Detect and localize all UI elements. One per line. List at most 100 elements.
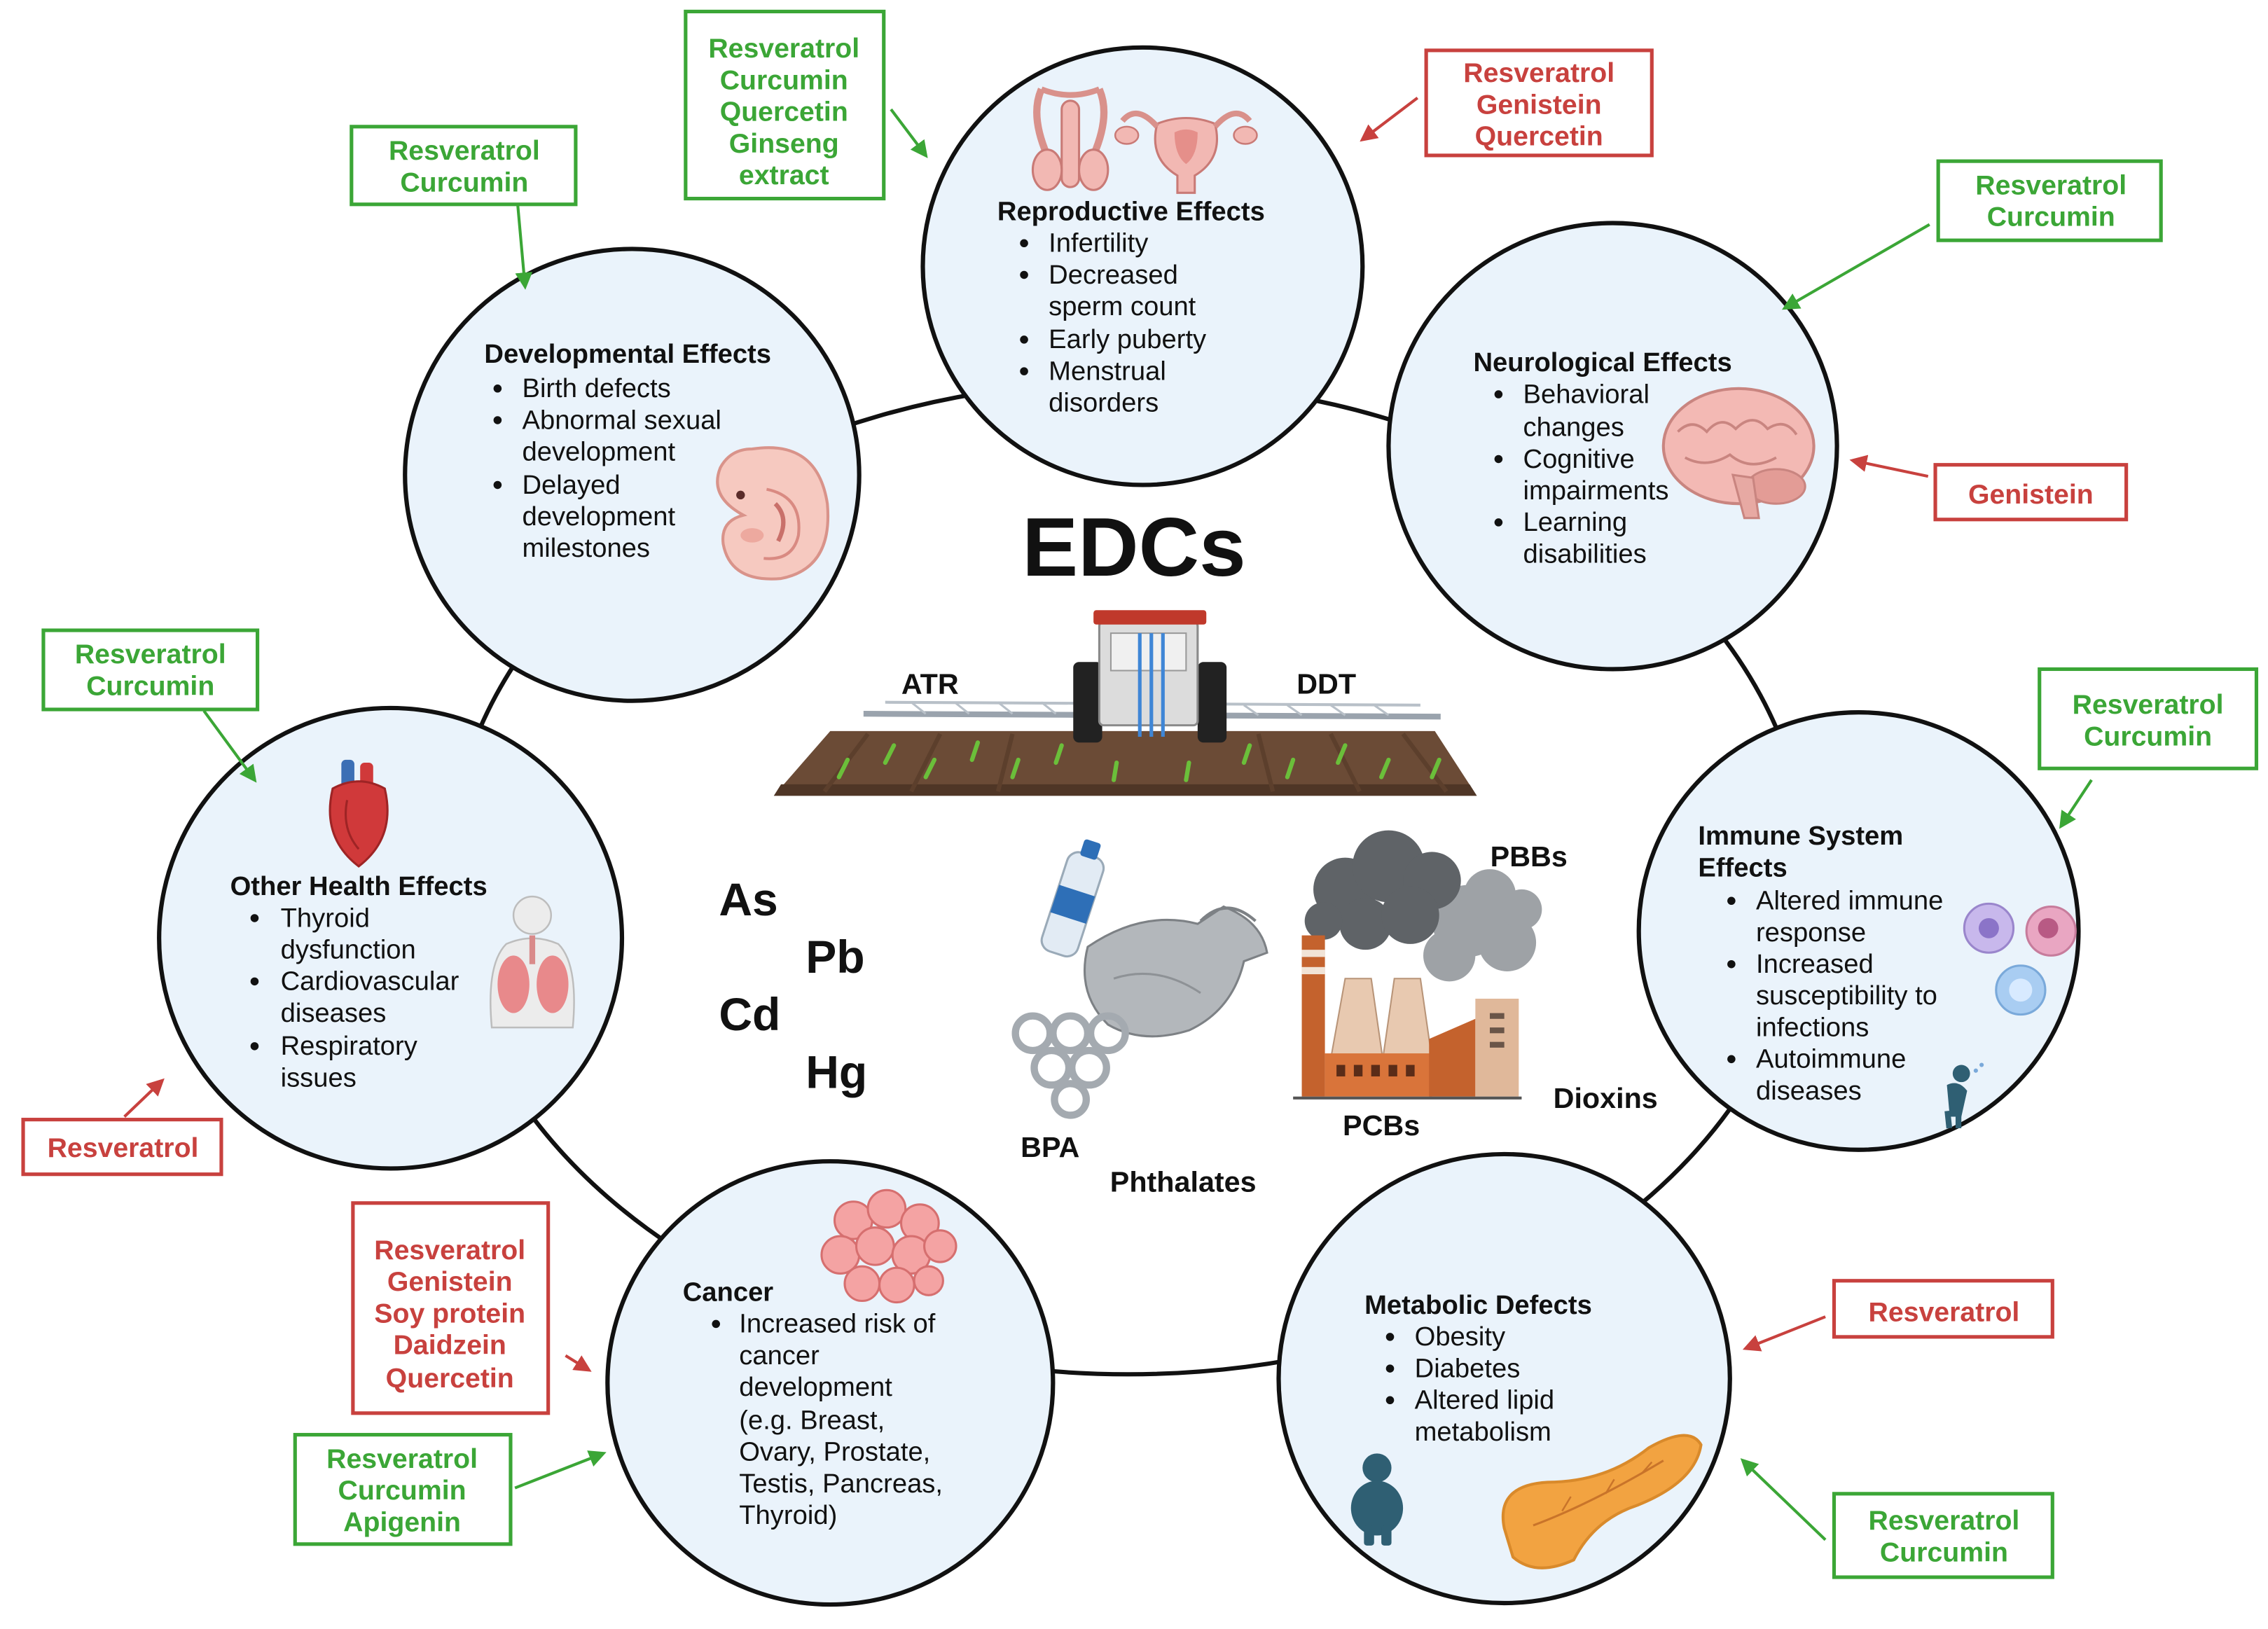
metabolic-item: metabolism — [1415, 1417, 1551, 1447]
green-compound-box-neurological: Resveratrol Curcumin — [1781, 159, 2163, 310]
red-compound-box-metabolic: Resveratrol — [1742, 1279, 2054, 1352]
neurological-effects-circle: Neurological Effects Behavioral changes … — [1386, 221, 1839, 672]
compound-name: Soy protein — [374, 1298, 525, 1329]
immune-item: susceptibility to — [1756, 981, 1937, 1011]
green-compound-box-cancer: Resveratrol Curcumin Apigenin — [293, 1433, 607, 1546]
neurological-title: Neurological Effects — [1473, 348, 1731, 377]
arrow — [1849, 455, 1929, 478]
immune-cells-icon — [1963, 902, 2077, 1016]
immune-item: Increased — [1756, 950, 1874, 979]
arrow — [515, 205, 533, 290]
neurological-item: Learning — [1523, 508, 1627, 537]
other-health-item: dysfunction — [281, 936, 416, 965]
compound-name: Resveratrol — [1975, 170, 2127, 200]
cancer-title: Cancer — [683, 1278, 774, 1308]
plastic-bottle-icon — [1040, 839, 1105, 958]
neurological-item: disabilities — [1523, 539, 1646, 569]
tractor-sprayer-icon — [773, 610, 1477, 796]
arrow — [2059, 779, 2093, 829]
metal-label-cd: Cd — [719, 988, 780, 1040]
metabolic-defects-circle: Metabolic Defects Obesity Diabetes Alter… — [1276, 1151, 1732, 1606]
compound-name: Curcumin — [400, 167, 528, 197]
industrial-label-dioxins: Dioxins — [1554, 1082, 1658, 1114]
arrow — [1781, 223, 1930, 310]
plastic-bag-icon — [1083, 905, 1268, 1038]
green-compound-box-other-health: Resveratrol Curcumin — [41, 628, 260, 783]
developmental-item: development — [522, 502, 675, 532]
other-health-title: Other Health Effects — [230, 872, 488, 901]
brain-icon — [1661, 387, 1816, 520]
cancer-item: Increased risk of — [739, 1310, 936, 1339]
pancreas-icon — [1501, 1434, 1703, 1569]
reproductive-item: Early puberty — [1049, 325, 1206, 354]
reproductive-item: Infertility — [1049, 229, 1148, 258]
arrow — [123, 1078, 165, 1118]
compound-name: Genistein — [1968, 480, 2094, 510]
compound-name: Resveratrol — [708, 34, 859, 64]
reproductive-organs-icon — [1031, 86, 1258, 194]
cancer-item: (e.g. Breast, — [739, 1406, 885, 1435]
cancer-item: Thyroid) — [739, 1501, 837, 1530]
compound-name: Resveratrol — [1463, 58, 1614, 88]
reproductive-effects-circle: Reproductive Effects Infertility Decreas… — [920, 45, 1365, 487]
center-title: EDCs — [1022, 501, 1245, 594]
arrow — [1360, 97, 1419, 142]
green-compound-box-immune: Resveratrol Curcumin — [2038, 667, 2259, 829]
developmental-title: Developmental Effects — [484, 340, 771, 369]
plastic-label-bpa: BPA — [1021, 1131, 1079, 1163]
compound-name: Curcumin — [1987, 202, 2115, 233]
pesticide-label-ddt: DDT — [1297, 667, 1356, 700]
developmental-item: development — [522, 438, 675, 467]
other-health-item: diseases — [281, 999, 387, 1028]
compound-name: Curcumin — [86, 672, 214, 702]
developmental-item: Birth defects — [522, 374, 670, 403]
cancer-cells-icon — [820, 1188, 957, 1304]
six-pack-rings-icon — [1011, 1012, 1129, 1119]
metabolic-item: Obesity — [1415, 1322, 1505, 1352]
compound-name: Quercetin — [1475, 122, 1603, 152]
reproductive-item: Decreased — [1049, 261, 1178, 290]
immune-item: infections — [1756, 1013, 1869, 1043]
lungs-icon — [490, 895, 575, 1029]
neurological-item: Behavioral — [1523, 380, 1649, 409]
pesticide-label-atr: ATR — [901, 667, 959, 700]
metal-label-pb: Pb — [805, 931, 864, 983]
arrow — [1740, 1458, 1827, 1541]
immune-item: diseases — [1756, 1076, 1862, 1106]
developmental-item: Delayed — [522, 471, 620, 500]
cancer-item: Ovary, Prostate, — [739, 1438, 930, 1467]
compound-name: Apigenin — [343, 1507, 461, 1537]
red-compound-box-reproductive: Resveratrol Genistein Quercetin — [1360, 48, 1654, 158]
compound-name: Genistein — [387, 1267, 513, 1297]
compound-name: Daidzein — [394, 1331, 506, 1361]
developmental-item: Abnormal sexual — [522, 405, 721, 435]
embryo-icon — [716, 446, 830, 581]
reproductive-title: Reproductive Effects — [997, 197, 1265, 226]
metal-label-as: As — [719, 873, 777, 925]
coughing-person-icon — [1944, 1062, 1984, 1129]
arrow — [890, 108, 928, 158]
arrow — [565, 1354, 592, 1372]
cancer-item: Testis, Pancreas, — [739, 1469, 943, 1499]
compound-name: Resveratrol — [389, 136, 540, 166]
arrow — [514, 1450, 607, 1490]
compound-name: Quercetin — [386, 1364, 514, 1394]
developmental-effects-circle: Developmental Effects Birth defects Abno… — [403, 247, 862, 703]
neurological-item: Cognitive — [1523, 445, 1634, 474]
neurological-item: changes — [1523, 413, 1624, 443]
heart-icon — [329, 759, 389, 868]
compound-name: extract — [739, 160, 829, 190]
compound-name: Resveratrol — [326, 1444, 478, 1474]
immune-item: Autoimmune — [1756, 1045, 1906, 1074]
compound-name: Resveratrol — [1869, 1506, 2020, 1536]
cancer-circle: Cancer Increased risk of cancer developm… — [605, 1159, 1056, 1607]
compound-name: Curcumin — [2084, 721, 2212, 751]
compound-name: Curcumin — [1880, 1538, 2008, 1568]
cancer-item: cancer — [739, 1341, 820, 1371]
immune-title: Immune System — [1698, 822, 1903, 851]
compound-name: Resveratrol — [1869, 1297, 2020, 1327]
compound-name: Resveratrol — [48, 1133, 199, 1163]
other-health-item: issues — [281, 1063, 357, 1093]
green-compound-box-metabolic: Resveratrol Curcumin — [1740, 1458, 2054, 1579]
